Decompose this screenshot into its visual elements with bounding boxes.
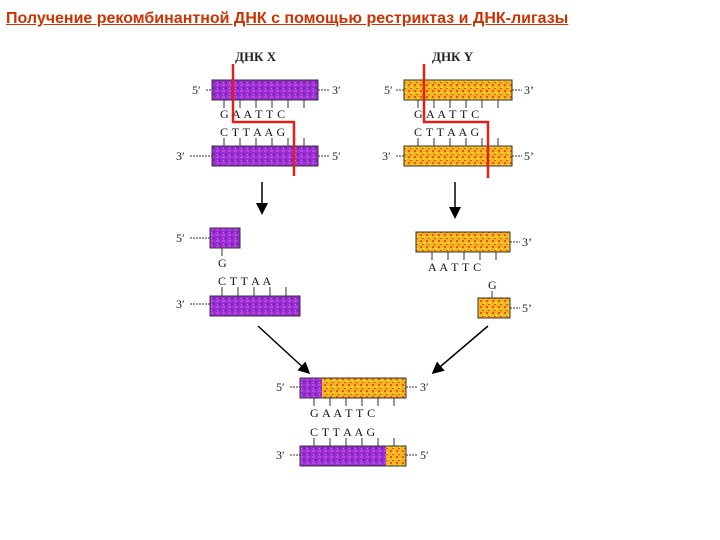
dna-y-bottom-right-label: 5’ — [524, 149, 534, 163]
fragment-x-bottom-left-label: 3′ — [176, 297, 185, 311]
dna-x-top-left-label: 5′ — [192, 83, 201, 97]
recombinant-bottom-x-segment — [300, 446, 386, 466]
dna-y-group: ДНК Y 5′ 3’ G A A T T C C T T A A G 3′ 5… — [382, 49, 534, 178]
dna-x-bottom-bases: C T T A A G — [220, 125, 286, 139]
dna-y-bottom-bases: C T T A A G — [414, 125, 480, 139]
recombinant-bottom-right-label: 5′ — [420, 448, 429, 462]
arrow-converge-right — [434, 326, 488, 372]
recombinant-bottom-left-label: 3′ — [276, 448, 285, 462]
dna-x-header: ДНК X — [235, 49, 277, 64]
fragment-y-group: 3’ A A T T C G 5’ — [416, 232, 532, 318]
dna-x-top-strand — [212, 80, 318, 100]
recombinant-top-x-segment — [300, 378, 322, 398]
dna-x-bottom-left-label: 3′ — [176, 149, 185, 163]
dna-x-bottom-strand — [212, 146, 318, 166]
fragment-x-top-strand — [210, 228, 240, 248]
dna-y-top-right-label: 3’ — [524, 83, 534, 97]
dna-x-top-right-label: 3′ — [332, 83, 341, 97]
fragment-x-group: 5′ G C T T A A 3′ — [176, 228, 300, 316]
fragment-y-bottom-right-label: 5’ — [522, 301, 532, 315]
dna-y-top-strand — [404, 80, 512, 100]
dna-y-header: ДНК Y — [432, 49, 474, 64]
dna-x-group: ДНК X 5′ 3′ G A A T T C C T T A A G 3′ 5… — [176, 49, 341, 176]
fragment-y-bottom-bases: G — [488, 278, 497, 292]
fragment-x-top-left-label: 5′ — [176, 231, 185, 245]
fragment-y-top-strand — [416, 232, 510, 252]
fragment-y-bottom-strand — [478, 298, 510, 318]
recombinant-top-bases: G A A T T C — [310, 406, 376, 420]
recombinant-top-right-label: 3′ — [420, 380, 429, 394]
recombinant-top-left-label: 5′ — [276, 380, 285, 394]
dna-y-top-left-label: 5′ — [384, 83, 393, 97]
fragment-x-bottom-strand — [210, 296, 300, 316]
fragment-y-top-bases: A A T T C — [428, 260, 482, 274]
dna-x-top-bases: G A A T T C — [220, 107, 286, 121]
recombinant-top-y-segment — [322, 378, 406, 398]
recombinant-bottom-y-segment — [386, 446, 406, 466]
dna-x-bottom-right-label: 5′ — [332, 149, 341, 163]
arrow-converge-left — [258, 326, 308, 372]
recombinant-bottom-bases: C T T A A G — [310, 425, 376, 439]
fragment-x-top-bases: G — [218, 256, 227, 270]
dna-y-bottom-strand — [404, 146, 512, 166]
dna-y-bottom-left-label: 3′ — [382, 149, 391, 163]
recombinant-group: 5′ 3′ G A A T T C C T T A A G 3′ 5′ — [276, 378, 429, 466]
fragment-y-top-right-label: 3’ — [522, 235, 532, 249]
fragment-x-bottom-bases: C T T A A — [218, 274, 272, 288]
